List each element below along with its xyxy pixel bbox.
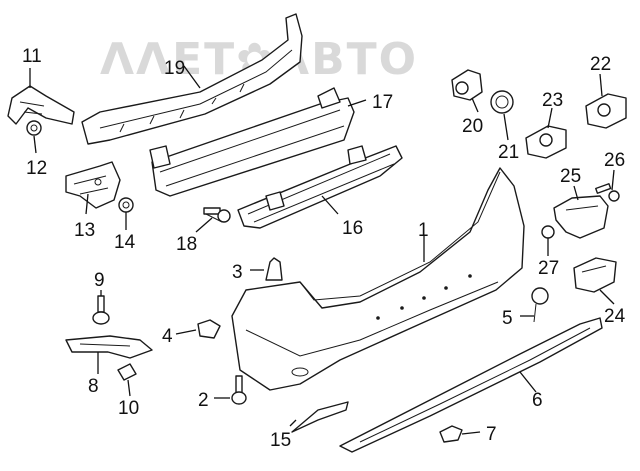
callout-2: 2 xyxy=(198,390,209,411)
part-23-sensor-bracket xyxy=(525,125,567,159)
callout-18: 18 xyxy=(176,234,197,255)
callout-21: 21 xyxy=(498,142,519,163)
part-16-energy-absorber xyxy=(237,145,403,229)
part-4-clip-nut xyxy=(197,319,221,339)
callout-25: 25 xyxy=(560,166,581,187)
part-18-bolt xyxy=(203,207,231,223)
callout-1: 1 xyxy=(418,220,429,241)
part-7-clip xyxy=(439,425,463,443)
part-27-nut xyxy=(541,225,555,239)
callout-8: 8 xyxy=(88,376,99,397)
part-9-screw xyxy=(92,295,110,325)
callout-22: 22 xyxy=(590,54,611,75)
callout-labels: 11 12 13 14 19 17 16 18 1 3 4 9 8 10 2 1… xyxy=(22,46,626,451)
callout-27: 27 xyxy=(538,258,559,279)
part-22-sensor-bracket xyxy=(585,93,627,129)
callout-3: 3 xyxy=(232,262,243,283)
part-12-nut xyxy=(26,120,42,136)
callout-17: 17 xyxy=(372,92,393,113)
part-13-side-bracket xyxy=(65,161,121,209)
part-24-control-module xyxy=(573,257,617,293)
callout-4: 4 xyxy=(162,326,173,347)
part-1-bumper-cover xyxy=(231,167,525,391)
callout-7: 7 xyxy=(486,424,497,445)
part-8-lower-bracket xyxy=(65,335,153,359)
part-17-reinforcement-beam xyxy=(149,87,355,197)
leader-lines xyxy=(29,65,615,435)
callout-11: 11 xyxy=(22,46,42,67)
part-5-clip xyxy=(531,287,549,323)
part-21-sensor-ring xyxy=(490,90,514,114)
part-20-parking-sensor xyxy=(451,69,483,101)
callout-5: 5 xyxy=(502,308,513,329)
part-25-bracket xyxy=(553,195,609,239)
callout-6: 6 xyxy=(532,390,543,411)
part-2-bolt xyxy=(231,375,247,405)
callout-26: 26 xyxy=(604,150,625,171)
callout-23: 23 xyxy=(542,90,563,111)
callout-14: 14 xyxy=(114,232,136,253)
callout-24: 24 xyxy=(604,306,626,327)
part-3-push-clip xyxy=(265,257,283,281)
part-11-side-bracket-left xyxy=(7,85,75,125)
callout-15: 15 xyxy=(270,430,291,451)
part-26-screw xyxy=(595,183,620,202)
callout-19: 19 xyxy=(164,58,185,79)
part-15-reflector xyxy=(291,401,349,433)
callout-9: 9 xyxy=(94,270,105,291)
callout-13: 13 xyxy=(74,220,95,241)
callout-10: 10 xyxy=(118,398,139,419)
part-14-nut xyxy=(118,197,134,213)
callout-16: 16 xyxy=(342,218,363,239)
callout-12: 12 xyxy=(26,158,47,179)
part-6-lower-valance xyxy=(339,317,603,453)
callout-20: 20 xyxy=(462,116,483,137)
part-19-upper-absorber xyxy=(81,13,303,145)
part-10-clip xyxy=(117,363,137,381)
